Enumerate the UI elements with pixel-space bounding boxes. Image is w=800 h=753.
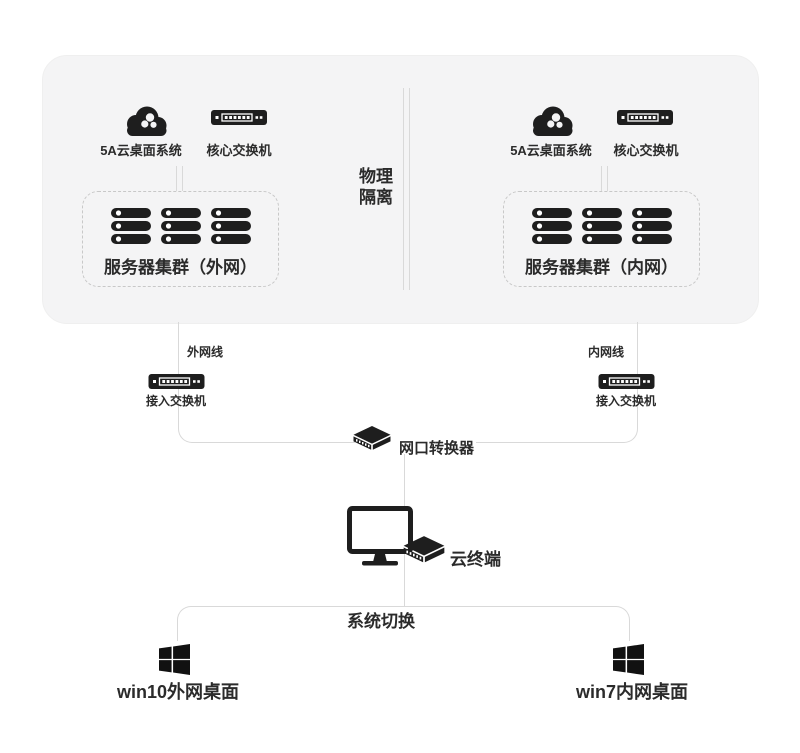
windows-logo-icon bbox=[159, 644, 190, 675]
system-switch-label: 系统切换 bbox=[347, 612, 415, 631]
cloud-system-label: 5A云桌面系统 bbox=[510, 143, 592, 158]
server-cluster-label-external: 服务器集群（外网） bbox=[104, 258, 257, 277]
core-switch-icon bbox=[211, 110, 267, 125]
core-switch-label: 核心交换机 bbox=[613, 143, 679, 158]
port-converter-label: 网口转换器 bbox=[399, 440, 475, 457]
core-switch-icon bbox=[617, 110, 673, 125]
isolation-panel bbox=[42, 55, 759, 324]
windows-logo-icon bbox=[613, 644, 644, 675]
server-cluster-label-internal: 服务器集群（内网） bbox=[525, 258, 678, 277]
access-switch-icon bbox=[148, 374, 205, 389]
server-stack-icon bbox=[531, 208, 672, 244]
cluster-connector-line bbox=[601, 166, 602, 191]
cloud-terminal-label: 云终端 bbox=[450, 550, 501, 569]
cloud-icon bbox=[121, 103, 169, 139]
isolation-divider-line-left bbox=[403, 88, 404, 290]
external-line-label: 外网线 bbox=[187, 345, 224, 359]
system-switch-branch-right bbox=[404, 606, 630, 641]
access-switch-label-internal: 接入交换机 bbox=[595, 394, 656, 408]
access-switch-icon bbox=[598, 374, 655, 389]
physical-isolation-label: 物理 隔离 bbox=[359, 167, 393, 207]
port-converter-icon bbox=[352, 426, 392, 454]
win10-desktop-label: win10外网桌面 bbox=[116, 682, 240, 702]
cluster-connector-line bbox=[182, 166, 183, 191]
core-switch-label: 核心交换机 bbox=[206, 143, 272, 158]
internal-line-label: 内网线 bbox=[588, 345, 625, 359]
cluster-connector-line bbox=[607, 166, 608, 191]
server-cluster-box-external: 服务器集群（外网） bbox=[82, 191, 279, 287]
terminal-box-icon bbox=[402, 536, 446, 567]
cloud-icon bbox=[527, 103, 575, 139]
cloud-system-label: 5A云桌面系统 bbox=[100, 143, 182, 158]
server-stack-icon bbox=[110, 208, 251, 244]
server-cluster-box-internal: 服务器集群（内网） bbox=[503, 191, 700, 287]
win7-desktop-label: win7内网桌面 bbox=[575, 682, 688, 702]
access-switch-label-external: 接入交换机 bbox=[145, 394, 206, 408]
system-switch-branch-left bbox=[177, 606, 405, 641]
isolation-divider-line-right bbox=[409, 88, 410, 290]
cluster-connector-line bbox=[176, 166, 177, 191]
